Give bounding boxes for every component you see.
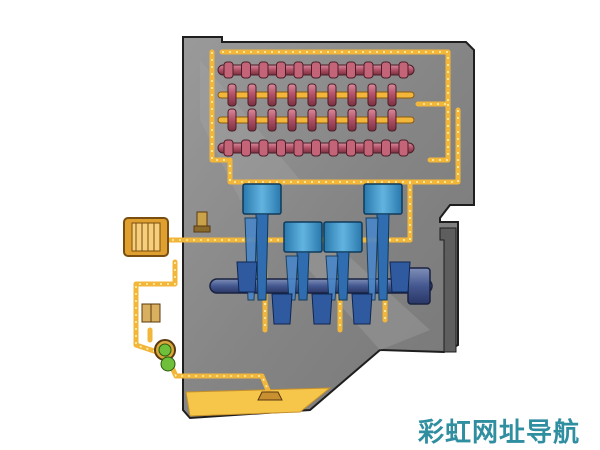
crank-assembly	[209, 183, 433, 325]
rocker-arm	[307, 108, 317, 132]
crank-counterweight	[236, 261, 258, 293]
cam-lobe	[363, 139, 374, 157]
cam-lobe	[258, 61, 269, 79]
piston	[283, 221, 323, 253]
rocker-arm	[287, 108, 297, 132]
cylinder-wall	[285, 255, 299, 301]
rocker-arm	[327, 108, 337, 132]
watermark-text: 彩虹网址导航	[418, 418, 581, 448]
cam-lobe	[381, 61, 391, 79]
rocker-arm	[327, 83, 337, 107]
cam-lobe	[398, 61, 409, 79]
crank-counterweight	[351, 293, 373, 325]
cam-lobe	[223, 61, 234, 79]
cam-lobe	[328, 61, 339, 79]
cam-lobe	[293, 61, 304, 79]
piston	[363, 183, 403, 215]
crank-counterweight	[311, 293, 333, 325]
side-cover	[439, 227, 457, 353]
pressure-sensor	[193, 211, 211, 233]
rocker-arm	[367, 108, 377, 132]
piston	[242, 183, 282, 215]
rocker-arm	[347, 108, 357, 132]
rocker-arm	[247, 83, 257, 107]
camshaft-assembly	[217, 61, 415, 157]
rocker-arm	[267, 108, 277, 132]
cam-lobe	[346, 139, 356, 157]
cam-lobe	[363, 61, 374, 79]
rocker-arm	[387, 108, 397, 132]
crankshaft-flange	[407, 267, 431, 305]
cam-lobe	[346, 61, 356, 79]
cam-lobe	[241, 61, 251, 79]
piston	[323, 221, 363, 253]
relief-valve	[141, 303, 161, 323]
cam-lobe	[328, 139, 339, 157]
cam-lobe	[258, 139, 269, 157]
connecting-rod	[336, 251, 350, 301]
cam-lobe	[311, 139, 321, 157]
cam-lobe	[276, 139, 286, 157]
rocker-arm	[387, 83, 397, 107]
cam-lobe	[398, 139, 409, 157]
oil-filter	[123, 217, 169, 257]
rocker-arm	[247, 108, 257, 132]
block-shading	[200, 60, 430, 350]
oil-pump	[154, 339, 176, 372]
oil-pan	[185, 387, 332, 417]
rocker-arm	[307, 83, 317, 107]
cam-lobe	[381, 139, 391, 157]
cam-lobe	[293, 139, 304, 157]
rocker-arm	[347, 83, 357, 107]
cylinder-wall	[325, 255, 339, 301]
cam-lobe	[223, 139, 234, 157]
crank-counterweight	[271, 293, 293, 325]
rocker-arm	[267, 83, 277, 107]
crank-counterweight	[389, 261, 411, 293]
cam-lobe	[241, 139, 251, 157]
cam-lobe	[311, 61, 321, 79]
connecting-rod	[376, 213, 390, 301]
connecting-rod	[296, 251, 310, 301]
rocker-arm	[287, 83, 297, 107]
rocker-arm	[227, 108, 237, 132]
oil-pickup	[257, 391, 283, 401]
rocker-arm	[227, 83, 237, 107]
cylinder-wall	[365, 217, 379, 301]
rocker-arm	[367, 83, 377, 107]
connecting-rod	[255, 213, 269, 301]
cam-lobe	[276, 61, 286, 79]
